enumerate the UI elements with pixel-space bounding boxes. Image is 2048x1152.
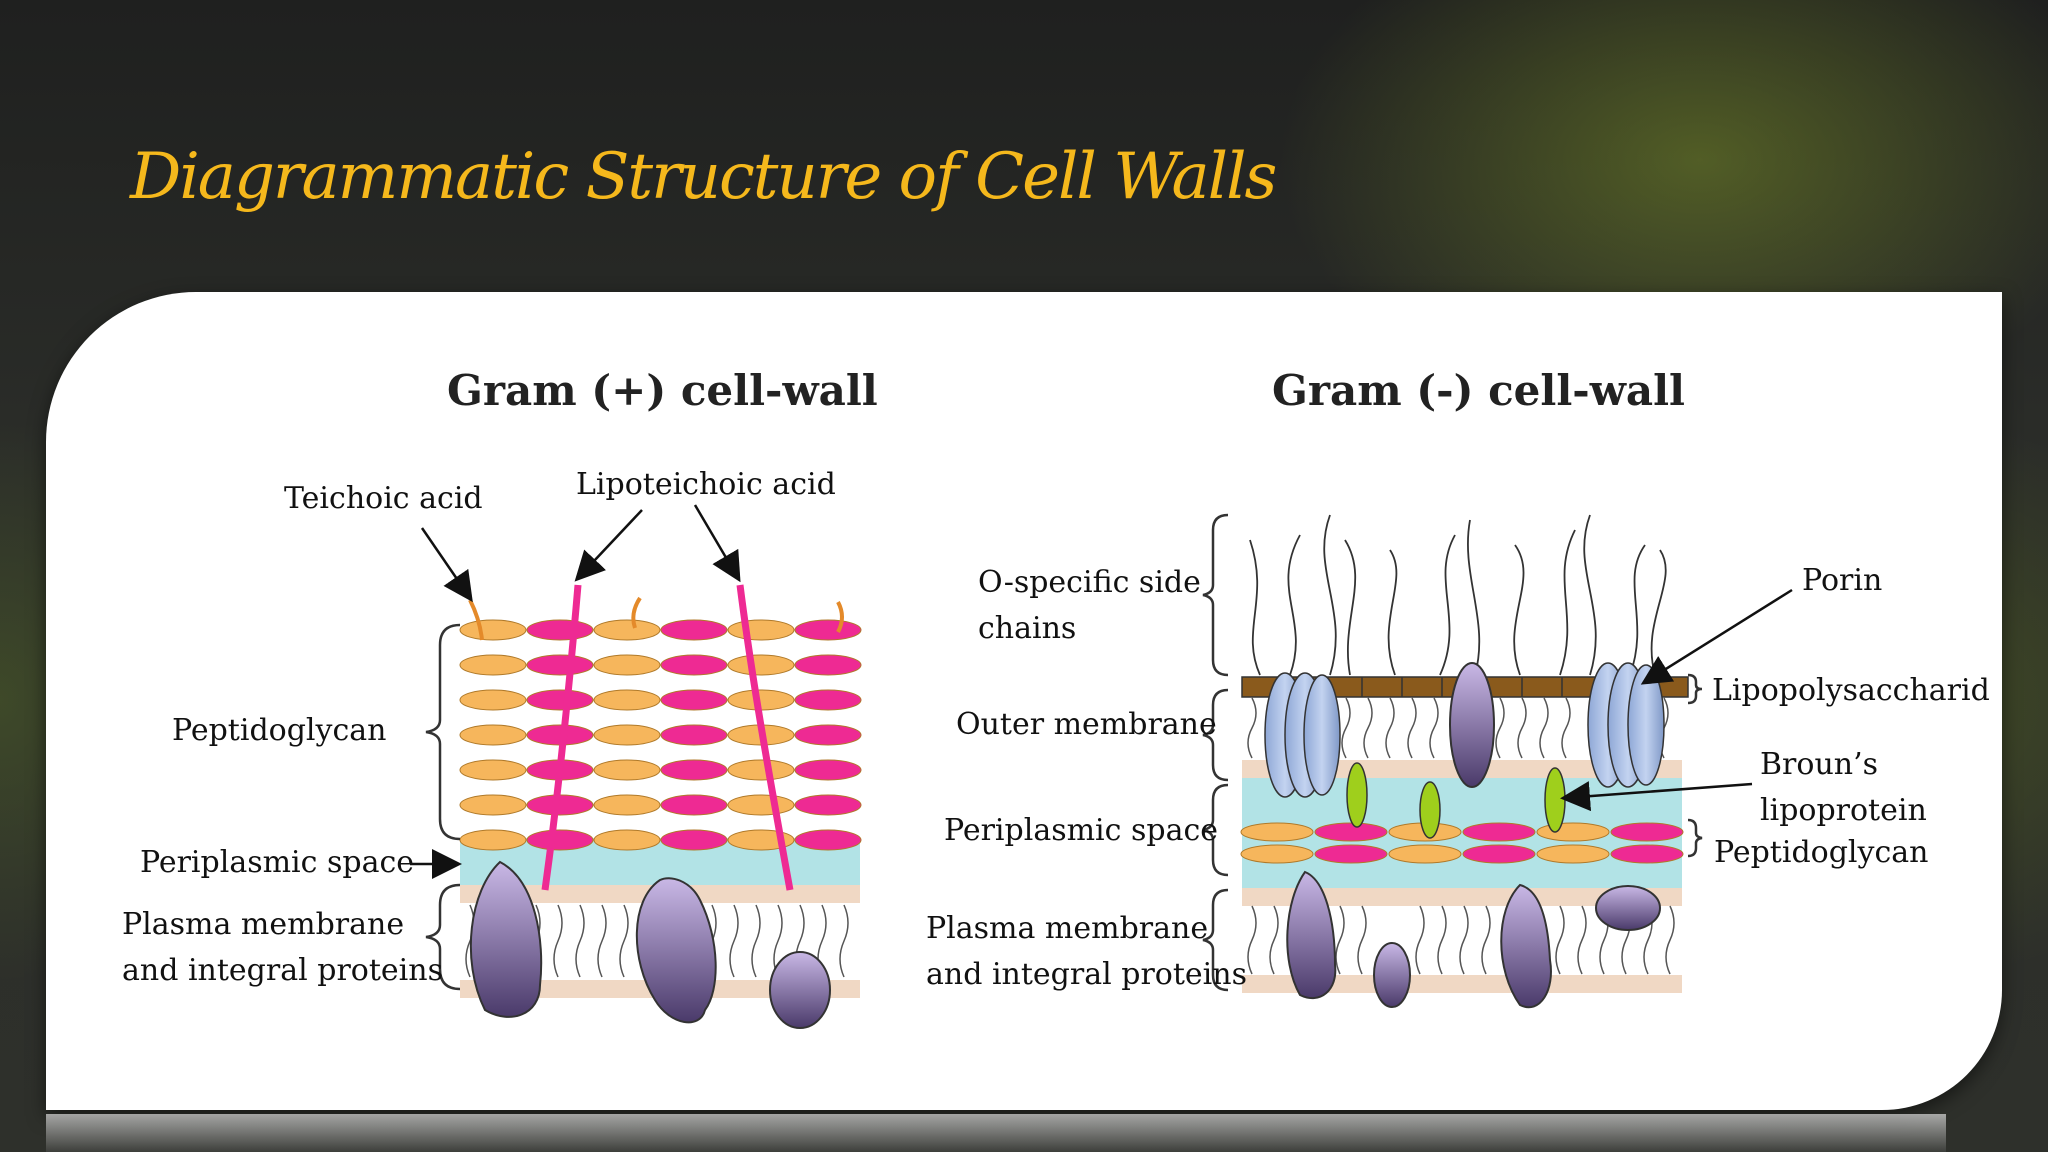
peptidoglycan-unit bbox=[459, 689, 527, 711]
gn-peptidoglycan-layers bbox=[1240, 822, 1684, 864]
peptidoglycan-unit bbox=[1314, 822, 1388, 842]
peptidoglycan-unit bbox=[459, 759, 527, 781]
peptidoglycan-unit bbox=[459, 654, 527, 676]
peptidoglycan-unit bbox=[459, 794, 527, 816]
gp-teichoic-strands bbox=[468, 596, 844, 641]
gp-lipoteichoic-strands bbox=[541, 584, 794, 891]
peptidoglycan-unit bbox=[660, 654, 728, 676]
peptidoglycan-unit bbox=[727, 619, 795, 641]
peptidoglycan-unit bbox=[660, 724, 728, 746]
peptidoglycan-unit bbox=[794, 654, 862, 676]
gp-peptidoglycan-layers bbox=[459, 619, 862, 851]
peptidoglycan-unit bbox=[1388, 844, 1462, 864]
peptidoglycan-unit bbox=[660, 619, 728, 641]
peptidoglycan-unit bbox=[459, 724, 527, 746]
peptidoglycan-unit bbox=[593, 829, 661, 851]
gn-brackets bbox=[1202, 513, 1703, 992]
peptidoglycan-unit bbox=[526, 654, 594, 676]
peptidoglycan-unit bbox=[1314, 844, 1388, 864]
gn-label-broun-1: Broun’s bbox=[1760, 747, 1878, 782]
peptidoglycan-unit bbox=[593, 689, 661, 711]
gn-label-plasma-2: and integral proteins bbox=[926, 957, 1247, 992]
peptidoglycan-unit bbox=[727, 654, 795, 676]
peptidoglycan-unit bbox=[593, 794, 661, 816]
peptidoglycan-unit bbox=[727, 794, 795, 816]
peptidoglycan-unit bbox=[526, 829, 594, 851]
peptidoglycan-unit bbox=[794, 724, 862, 746]
gn-outer-protein bbox=[1449, 662, 1495, 788]
peptidoglycan-unit bbox=[1610, 822, 1684, 842]
peptidoglycan-unit bbox=[794, 619, 862, 641]
peptidoglycan-unit bbox=[660, 829, 728, 851]
gn-label-ospecific-2: chains bbox=[978, 611, 1076, 646]
peptidoglycan-unit bbox=[1536, 844, 1610, 864]
peptidoglycan-unit bbox=[794, 794, 862, 816]
gn-porins bbox=[1264, 662, 1665, 798]
peptidoglycan-unit bbox=[593, 724, 661, 746]
peptidoglycan-unit bbox=[794, 689, 862, 711]
peptidoglycan-unit bbox=[660, 794, 728, 816]
peptidoglycan-unit bbox=[727, 759, 795, 781]
gn-label-outer: Outer membrane bbox=[956, 707, 1217, 742]
gn-arrows bbox=[1560, 588, 1793, 812]
peptidoglycan-unit bbox=[794, 829, 862, 851]
gn-o-specific-chains bbox=[1249, 514, 1667, 676]
peptidoglycan-unit bbox=[526, 689, 594, 711]
peptidoglycan-unit bbox=[1240, 844, 1314, 864]
peptidoglycan-unit bbox=[459, 829, 527, 851]
peptidoglycan-unit bbox=[593, 759, 661, 781]
gram-negative-heading: Gram (-) cell-wall bbox=[1272, 366, 1685, 415]
gn-label-ospecific-1: O-specific side bbox=[978, 565, 1201, 600]
peptidoglycan-unit bbox=[1240, 822, 1314, 842]
peptidoglycan-unit bbox=[660, 759, 728, 781]
gp-label-lipoteichoic: Lipoteichoic acid bbox=[576, 467, 836, 502]
peptidoglycan-unit bbox=[794, 759, 862, 781]
peptidoglycan-unit bbox=[1536, 822, 1610, 842]
gn-label-plasma-1: Plasma membrane bbox=[926, 911, 1208, 946]
gp-label-plasma-1: Plasma membrane bbox=[122, 907, 404, 942]
slide-title: Diagrammatic Structure of Cell Walls bbox=[130, 140, 1277, 214]
gram-positive-heading: Gram (+) cell-wall bbox=[447, 366, 878, 415]
gp-label-plasma-2: and integral proteins bbox=[122, 953, 443, 988]
peptidoglycan-unit bbox=[1462, 822, 1536, 842]
gp-arrows bbox=[410, 504, 741, 879]
peptidoglycan-unit bbox=[1610, 844, 1684, 864]
peptidoglycan-unit bbox=[660, 689, 728, 711]
peptidoglycan-unit bbox=[1462, 844, 1536, 864]
gp-brackets bbox=[425, 623, 461, 991]
gn-integral-proteins bbox=[1286, 870, 1661, 1009]
gn-label-broun-2: lipoprotein bbox=[1760, 793, 1927, 828]
gn-label-porin: Porin bbox=[1802, 563, 1882, 598]
gn-label-periplasmic: Periplasmic space bbox=[944, 813, 1218, 848]
gp-label-periplasmic: Periplasmic space bbox=[140, 845, 414, 880]
gn-label-peptidoglycan: Peptidoglycan bbox=[1714, 835, 1928, 870]
gp-label-peptidoglycan: Peptidoglycan bbox=[172, 713, 386, 748]
gn-label-lps: Lipopolysaccharid bbox=[1712, 673, 1990, 708]
peptidoglycan-unit bbox=[459, 619, 527, 641]
peptidoglycan-unit bbox=[593, 619, 661, 641]
panel-reflection bbox=[46, 1114, 1946, 1152]
gn-lipoproteins bbox=[1346, 762, 1566, 839]
gp-label-teichoic: Teichoic acid bbox=[284, 481, 483, 516]
gn-plasma-membrane bbox=[1242, 888, 1682, 993]
peptidoglycan-unit bbox=[526, 619, 594, 641]
peptidoglycan-unit bbox=[593, 654, 661, 676]
diagram-panel bbox=[46, 292, 2002, 1110]
gp-integral-proteins bbox=[469, 860, 831, 1029]
